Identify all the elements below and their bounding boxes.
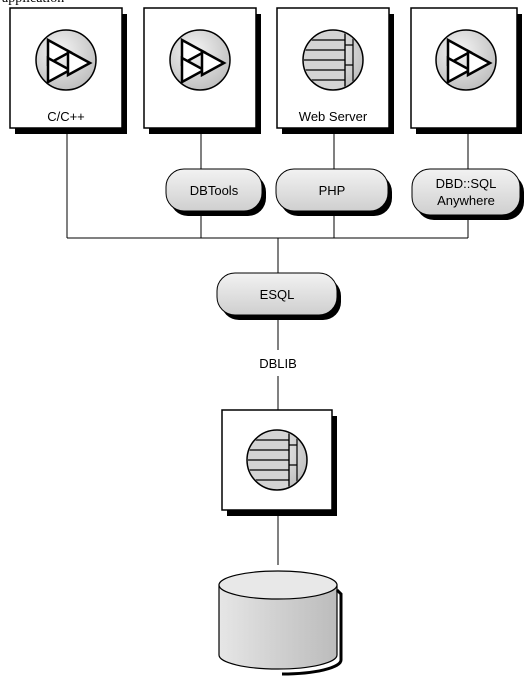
esql-label: ESQL: [260, 287, 295, 302]
interface-dbtools: DBTools: [165, 168, 266, 216]
play-icon: [168, 28, 232, 92]
connector-lines: [66, 132, 469, 565]
interface-label-dbtools: DBTools: [190, 183, 239, 198]
interface-php: PHP: [275, 168, 392, 216]
database-engine-box: [221, 409, 337, 516]
app-label-cpp: C/C++: [47, 109, 85, 124]
esql-layer: ESQL: [216, 272, 341, 320]
app-box-cpp: C/C++: [9, 7, 127, 134]
interface-label-dbd-line2: Anywhere: [437, 193, 495, 208]
play-icon: [434, 28, 498, 92]
interface-label-php: PHP: [319, 183, 346, 198]
app-box-perl-app: [410, 7, 522, 134]
dblib-label: DBLIB: [259, 356, 297, 371]
caption-text: application: [2, 0, 64, 6]
server-icon: [247, 430, 307, 490]
app-box-dbtools-app: [143, 7, 261, 134]
database-cylinder-icon: [218, 570, 343, 676]
play-icon: [34, 28, 98, 92]
app-label-web-server: Web Server: [299, 109, 368, 124]
interface-dbd-sql-anywhere: DBD::SQL Anywhere: [411, 168, 524, 220]
app-box-web-server: Web Server: [276, 7, 394, 134]
server-icon: [303, 30, 363, 90]
interface-label-dbd-line1: DBD::SQL: [436, 176, 497, 191]
